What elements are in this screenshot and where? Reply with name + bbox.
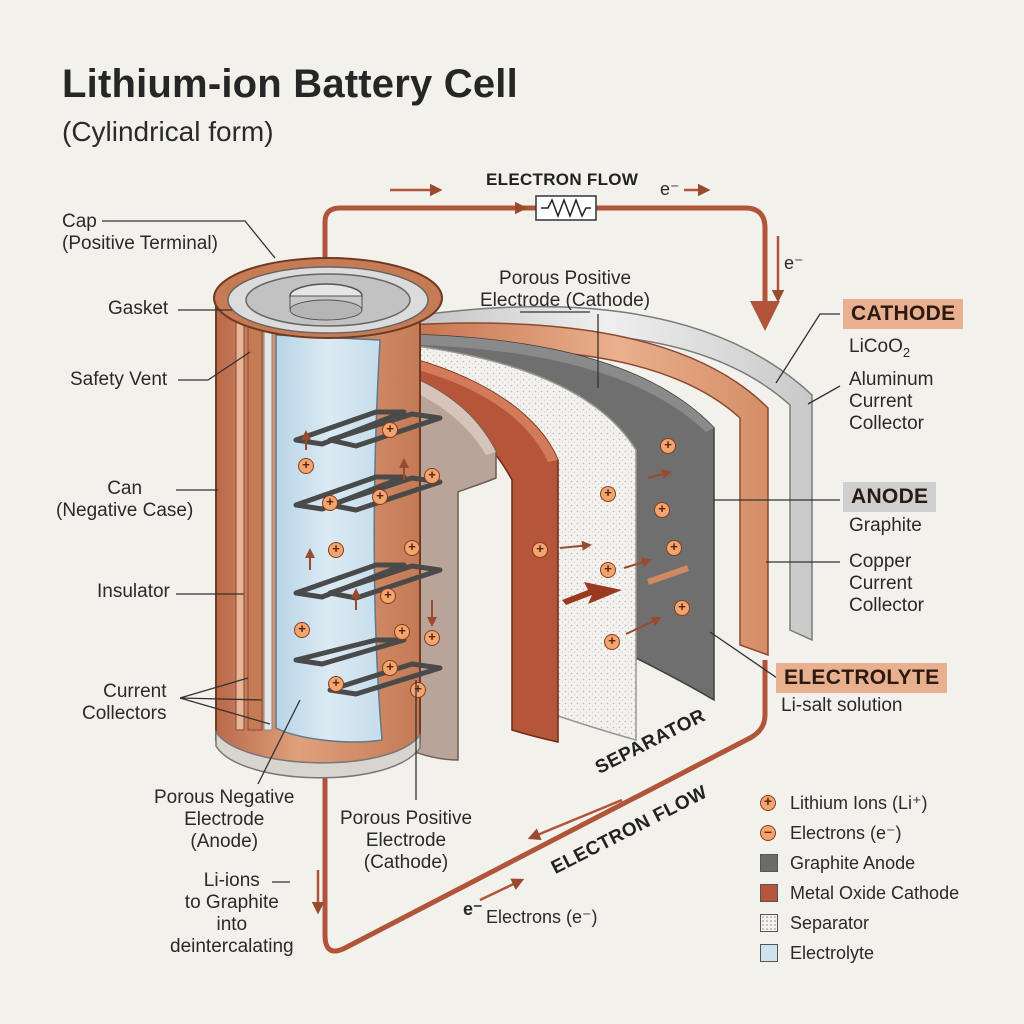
external-circuit-wire [322, 205, 780, 954]
electron-bottom-e-label: e⁻ [463, 899, 483, 919]
lithium-ion-marker: + [424, 468, 440, 484]
lithium-ion-marker: + [294, 622, 310, 638]
page-title: Lithium-ion Battery Cell [62, 62, 518, 106]
lithium-ion-icon: + [760, 793, 776, 811]
lithium-ion-marker: + [600, 486, 616, 502]
lithium-ion-marker: + [666, 540, 682, 556]
lithium-ion-marker: + [604, 634, 620, 650]
legend: +Lithium Ions (Li⁺)–Electrons (e⁻)Graphi… [760, 788, 959, 968]
aluminum-collector-label: Aluminum Current Collector [849, 369, 934, 434]
lithium-ion-marker: + [328, 676, 344, 692]
current-collectors-label: Current Collectors [82, 681, 167, 724]
copper-collector-label: Copper Current Collector [849, 551, 924, 616]
ion-motion-arrows [301, 430, 672, 635]
cathode-heading: CATHODE [843, 299, 964, 329]
lithium-ion-marker: + [382, 660, 398, 676]
legend-swatch [760, 914, 778, 932]
legend-item: + Lithium Ions (Li⁺) [760, 788, 959, 818]
porous-negative-label: Porous Negative Electrode (Anode) [154, 787, 295, 852]
lithium-ion-marker: + [298, 458, 314, 474]
legend-label: Lithium Ions (Li⁺) [790, 792, 928, 813]
porous-positive-bottom-label: Porous Positive Electrode (Cathode) [340, 808, 473, 873]
safety-vent-label: Safety Vent [70, 369, 168, 390]
legend-item: Electrolyte [760, 938, 959, 968]
terminal-base [289, 299, 363, 321]
lithium-ion-marker: + [382, 422, 398, 438]
legend-label: Separator [790, 912, 870, 933]
anode-heading: ANODE [843, 482, 937, 512]
legend-item: Metal Oxide Cathode [760, 878, 959, 908]
lithium-ion-marker: + [394, 624, 410, 640]
legend-swatch [760, 944, 778, 962]
electrolyte-heading: ELECTROLYTE [776, 663, 948, 693]
lithium-ion-marker: + [660, 438, 676, 454]
lithium-ion-marker: + [380, 588, 396, 604]
electron-right-e-label: e⁻ [784, 253, 804, 273]
legend-item: Separator [760, 908, 959, 938]
electron-icon: – [760, 823, 776, 841]
insulator-label: Insulator [97, 581, 170, 602]
legend-swatch [760, 884, 778, 902]
legend-label: Metal Oxide Cathode [790, 882, 960, 903]
legend-swatch [760, 854, 778, 872]
lithium-ion-marker: + [322, 495, 338, 511]
porous-positive-top-label: Porous Positive Electrode (Cathode) [480, 268, 651, 311]
ion-bar [647, 565, 689, 585]
legend-item: –Electrons (e⁻) [760, 818, 959, 848]
electrons-bottom-label: Electrons (e⁻) [486, 907, 598, 927]
flow-arrow-bottom-left [527, 798, 623, 840]
electron-flow-top-label: ELECTRON FLOW [486, 170, 639, 189]
inner-insulator [263, 329, 273, 731]
insulator-layer [235, 319, 245, 731]
li-ions-label: Li-ions to Graphite into deintercalating [170, 870, 294, 957]
lithium-ion-marker: + [404, 540, 420, 556]
legend-item: Graphite Anode [760, 848, 959, 878]
legend-label: Graphite Anode [790, 852, 916, 873]
lithium-ion-marker: + [600, 562, 616, 578]
lithium-ion-marker: + [328, 542, 344, 558]
flow-arrow-bottom-e [479, 878, 525, 902]
lithium-ion-marker: + [654, 502, 670, 518]
anode-material-label: Graphite [849, 515, 922, 536]
lithium-ion-marker: + [372, 489, 388, 505]
lithium-ion-marker: + [532, 542, 548, 558]
cathode-material-label: LiCoO2 [849, 336, 911, 360]
electrolyte-material-label: Li-salt solution [781, 695, 903, 716]
electron-top-e-label: e⁻ [660, 179, 680, 199]
resistor-icon [535, 195, 597, 221]
current-collector-band [247, 324, 263, 731]
lithium-ion-marker: + [674, 600, 690, 616]
lithium-ion-marker: + [424, 630, 440, 646]
page-subtitle: (Cylindrical form) [62, 116, 274, 147]
gasket-label: Gasket [108, 298, 169, 319]
legend-label: Electrolyte [790, 942, 875, 963]
legend-label: Electrons (e⁻) [790, 822, 902, 843]
can-label: Can (Negative Case) [56, 478, 194, 521]
cap-label: Cap (Positive Terminal) [62, 211, 218, 254]
ion-migration-arrow [562, 582, 622, 605]
lithium-ion-marker: + [410, 682, 426, 698]
